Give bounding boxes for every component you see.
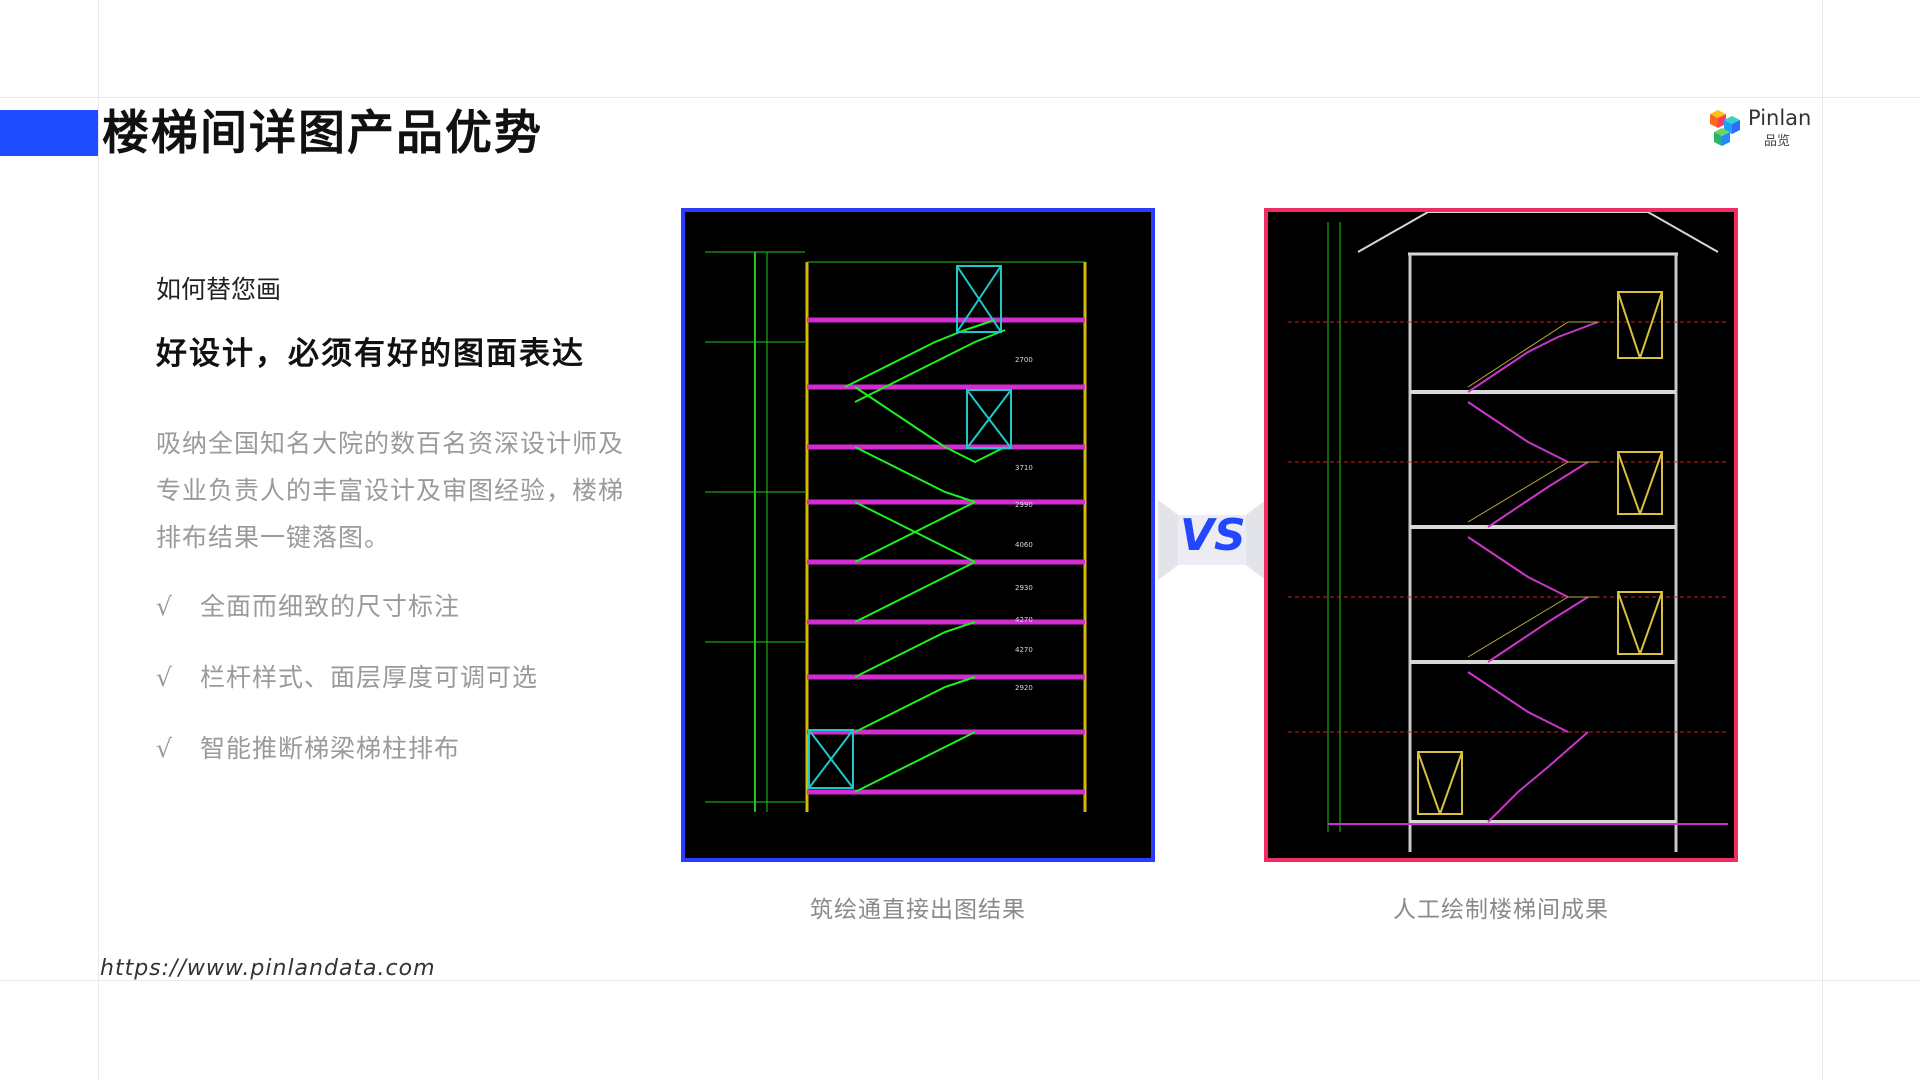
footer-url[interactable]: https://www.pinlandata.com bbox=[100, 956, 436, 981]
section-subtitle: 如何替您画 bbox=[156, 275, 282, 304]
title-accent-bar bbox=[0, 110, 98, 156]
manual-drawing-panel bbox=[1264, 208, 1738, 862]
logo-chinese-name: 品览 bbox=[1764, 134, 1791, 149]
check-icon: √ bbox=[156, 592, 173, 621]
right-panel-caption: 人工绘制楼梯间成果 bbox=[1393, 897, 1609, 923]
cad-stair-section-generated: 2700 3710 2990 4060 2930 4270 4270 2920 bbox=[705, 251, 1087, 812]
feature-text: 全面而细致的尺寸标注 bbox=[200, 592, 461, 621]
feature-item: √ 全面而细致的尺寸标注 bbox=[156, 590, 460, 624]
feature-text: 智能推断梯梁梯柱排布 bbox=[200, 734, 461, 763]
svg-text:2930: 2930 bbox=[1015, 584, 1033, 592]
svg-text:2920: 2920 bbox=[1015, 684, 1033, 692]
feature-item: √ 智能推断梯梁梯柱排布 bbox=[156, 732, 460, 766]
svg-text:4060: 4060 bbox=[1015, 541, 1033, 549]
svg-text:4270: 4270 bbox=[1015, 616, 1033, 624]
guide-line-top bbox=[0, 97, 1920, 98]
svg-text:2700: 2700 bbox=[1015, 356, 1033, 364]
svg-text:3710: 3710 bbox=[1015, 464, 1033, 472]
vs-label: VS bbox=[1180, 510, 1246, 561]
feature-text: 栏杆样式、面层厚度可调可选 bbox=[200, 663, 539, 692]
guide-line-right bbox=[1822, 0, 1823, 1080]
cad-stair-section-manual bbox=[1288, 212, 1728, 852]
cube-logo-icon bbox=[1710, 110, 1740, 146]
page-title: 楼梯间详图产品优势 bbox=[102, 106, 543, 161]
guide-line-left bbox=[98, 0, 99, 1080]
section-heading: 好设计，必须有好的图面表达 bbox=[156, 336, 585, 372]
logo-wordmark: Pinlan bbox=[1748, 106, 1812, 130]
feature-item: √ 栏杆样式、面层厚度可调可选 bbox=[156, 661, 538, 695]
check-icon: √ bbox=[156, 663, 173, 692]
svg-text:4270: 4270 bbox=[1015, 646, 1033, 654]
generated-drawing-panel: 2700 3710 2990 4060 2930 4270 4270 2920 bbox=[681, 208, 1155, 862]
pinlan-logo: Pinlan 品览 bbox=[1708, 104, 1818, 150]
left-panel-caption: 筑绘通直接出图结果 bbox=[810, 897, 1026, 923]
vs-badge-background bbox=[1158, 500, 1266, 580]
section-description: 吸纳全国知名大院的数百名资深设计师及专业负责人的丰富设计及审图经验，楼梯排布结果… bbox=[156, 429, 625, 552]
check-icon: √ bbox=[156, 734, 173, 763]
guide-line-bottom bbox=[0, 980, 1920, 981]
svg-text:2990: 2990 bbox=[1015, 501, 1033, 509]
